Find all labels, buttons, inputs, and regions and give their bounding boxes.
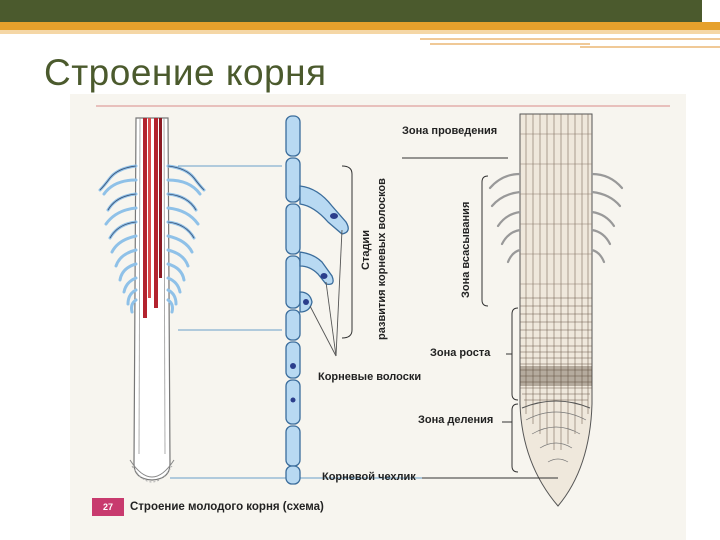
- root-hair-cells: [285, 115, 353, 485]
- label-zone-growth: Зона роста: [430, 347, 491, 359]
- slide-accent-band: [0, 22, 720, 30]
- label-stages-line2: развития корневых волосков: [376, 178, 388, 340]
- slide-decor-lines: [420, 34, 720, 50]
- slide-header-bar: [0, 0, 720, 22]
- label-root-hairs: Корневые волоски: [318, 371, 422, 383]
- figure-caption: Строение молодого корня (схема): [130, 501, 324, 513]
- label-zone-division: Зона деления: [418, 414, 494, 426]
- slide-header-notch: [702, 0, 720, 22]
- label-zone-conduction: Зона проведения: [402, 125, 498, 137]
- root-structure-figure: Зона проведения Зона всасывания Стадии р…: [70, 94, 686, 540]
- label-zone-absorption: Зона всасывания: [460, 201, 472, 298]
- root-diagram-svg: [96, 105, 670, 507]
- label-root-cap: Корневой чехлик: [322, 471, 416, 483]
- detailed-root-tip: [488, 113, 624, 507]
- slide-accent-band-light: [0, 30, 720, 34]
- figure-number-badge: 27: [92, 498, 124, 516]
- slide-title: Строение корня: [44, 52, 327, 93]
- schematic-root: [98, 117, 206, 483]
- label-stages-line1: Стадии: [360, 230, 372, 270]
